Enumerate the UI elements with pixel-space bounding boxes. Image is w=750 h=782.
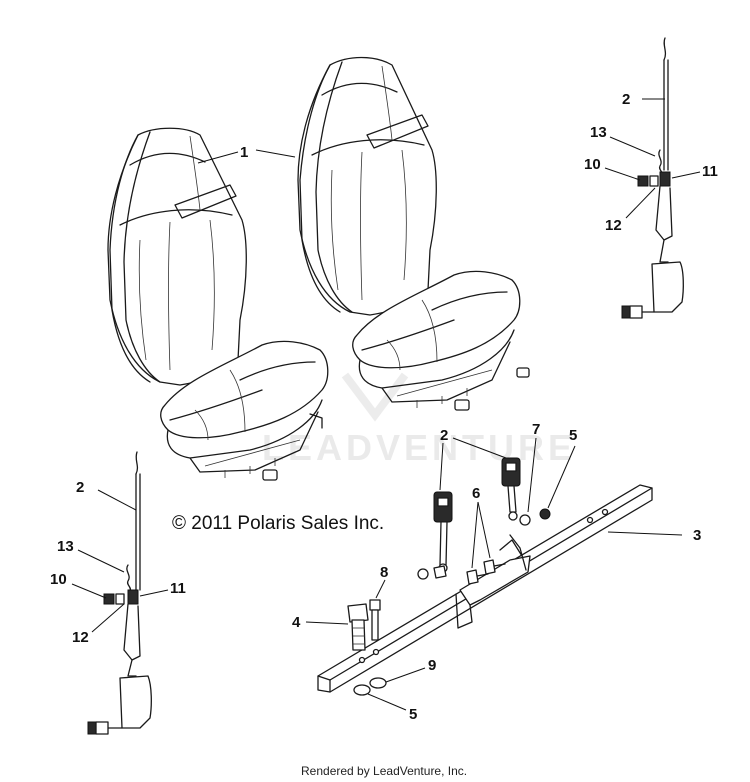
belt-detail-top-right [621, 37, 684, 319]
callout-2-left: 2 [76, 479, 84, 496]
callout-2-mid: 2 [440, 427, 448, 444]
callout-11-left: 11 [170, 580, 186, 597]
callout-13-top: 13 [590, 124, 607, 141]
callout-12-top: 12 [605, 217, 622, 234]
callout-4: 4 [292, 614, 301, 631]
callout-6: 6 [472, 485, 480, 502]
callout-5-top: 5 [569, 427, 577, 444]
callout-8: 8 [380, 564, 388, 581]
callout-10-left: 10 [50, 571, 67, 588]
callout-13-left: 13 [57, 538, 74, 555]
seat-left [107, 127, 329, 481]
callout-10-top: 10 [584, 156, 601, 173]
callout-7: 7 [532, 421, 540, 438]
seat-right [297, 56, 530, 411]
footer-text: Rendered by LeadVenture, Inc. [301, 764, 467, 778]
watermark-text: LEADVENTURE [262, 427, 576, 468]
callout-12-left: 12 [72, 629, 89, 646]
belt-detail-bottom-left [87, 451, 152, 735]
callout-2-top: 2 [622, 91, 630, 108]
callout-5-bottom: 5 [409, 706, 417, 723]
callout-1: 1 [240, 144, 248, 161]
copyright-text: © 2011 Polaris Sales Inc. [172, 513, 384, 534]
callout-11-top: 11 [702, 163, 718, 180]
callout-9: 9 [428, 657, 436, 674]
mount-bar-assembly [317, 457, 653, 696]
callout-3: 3 [693, 527, 701, 544]
